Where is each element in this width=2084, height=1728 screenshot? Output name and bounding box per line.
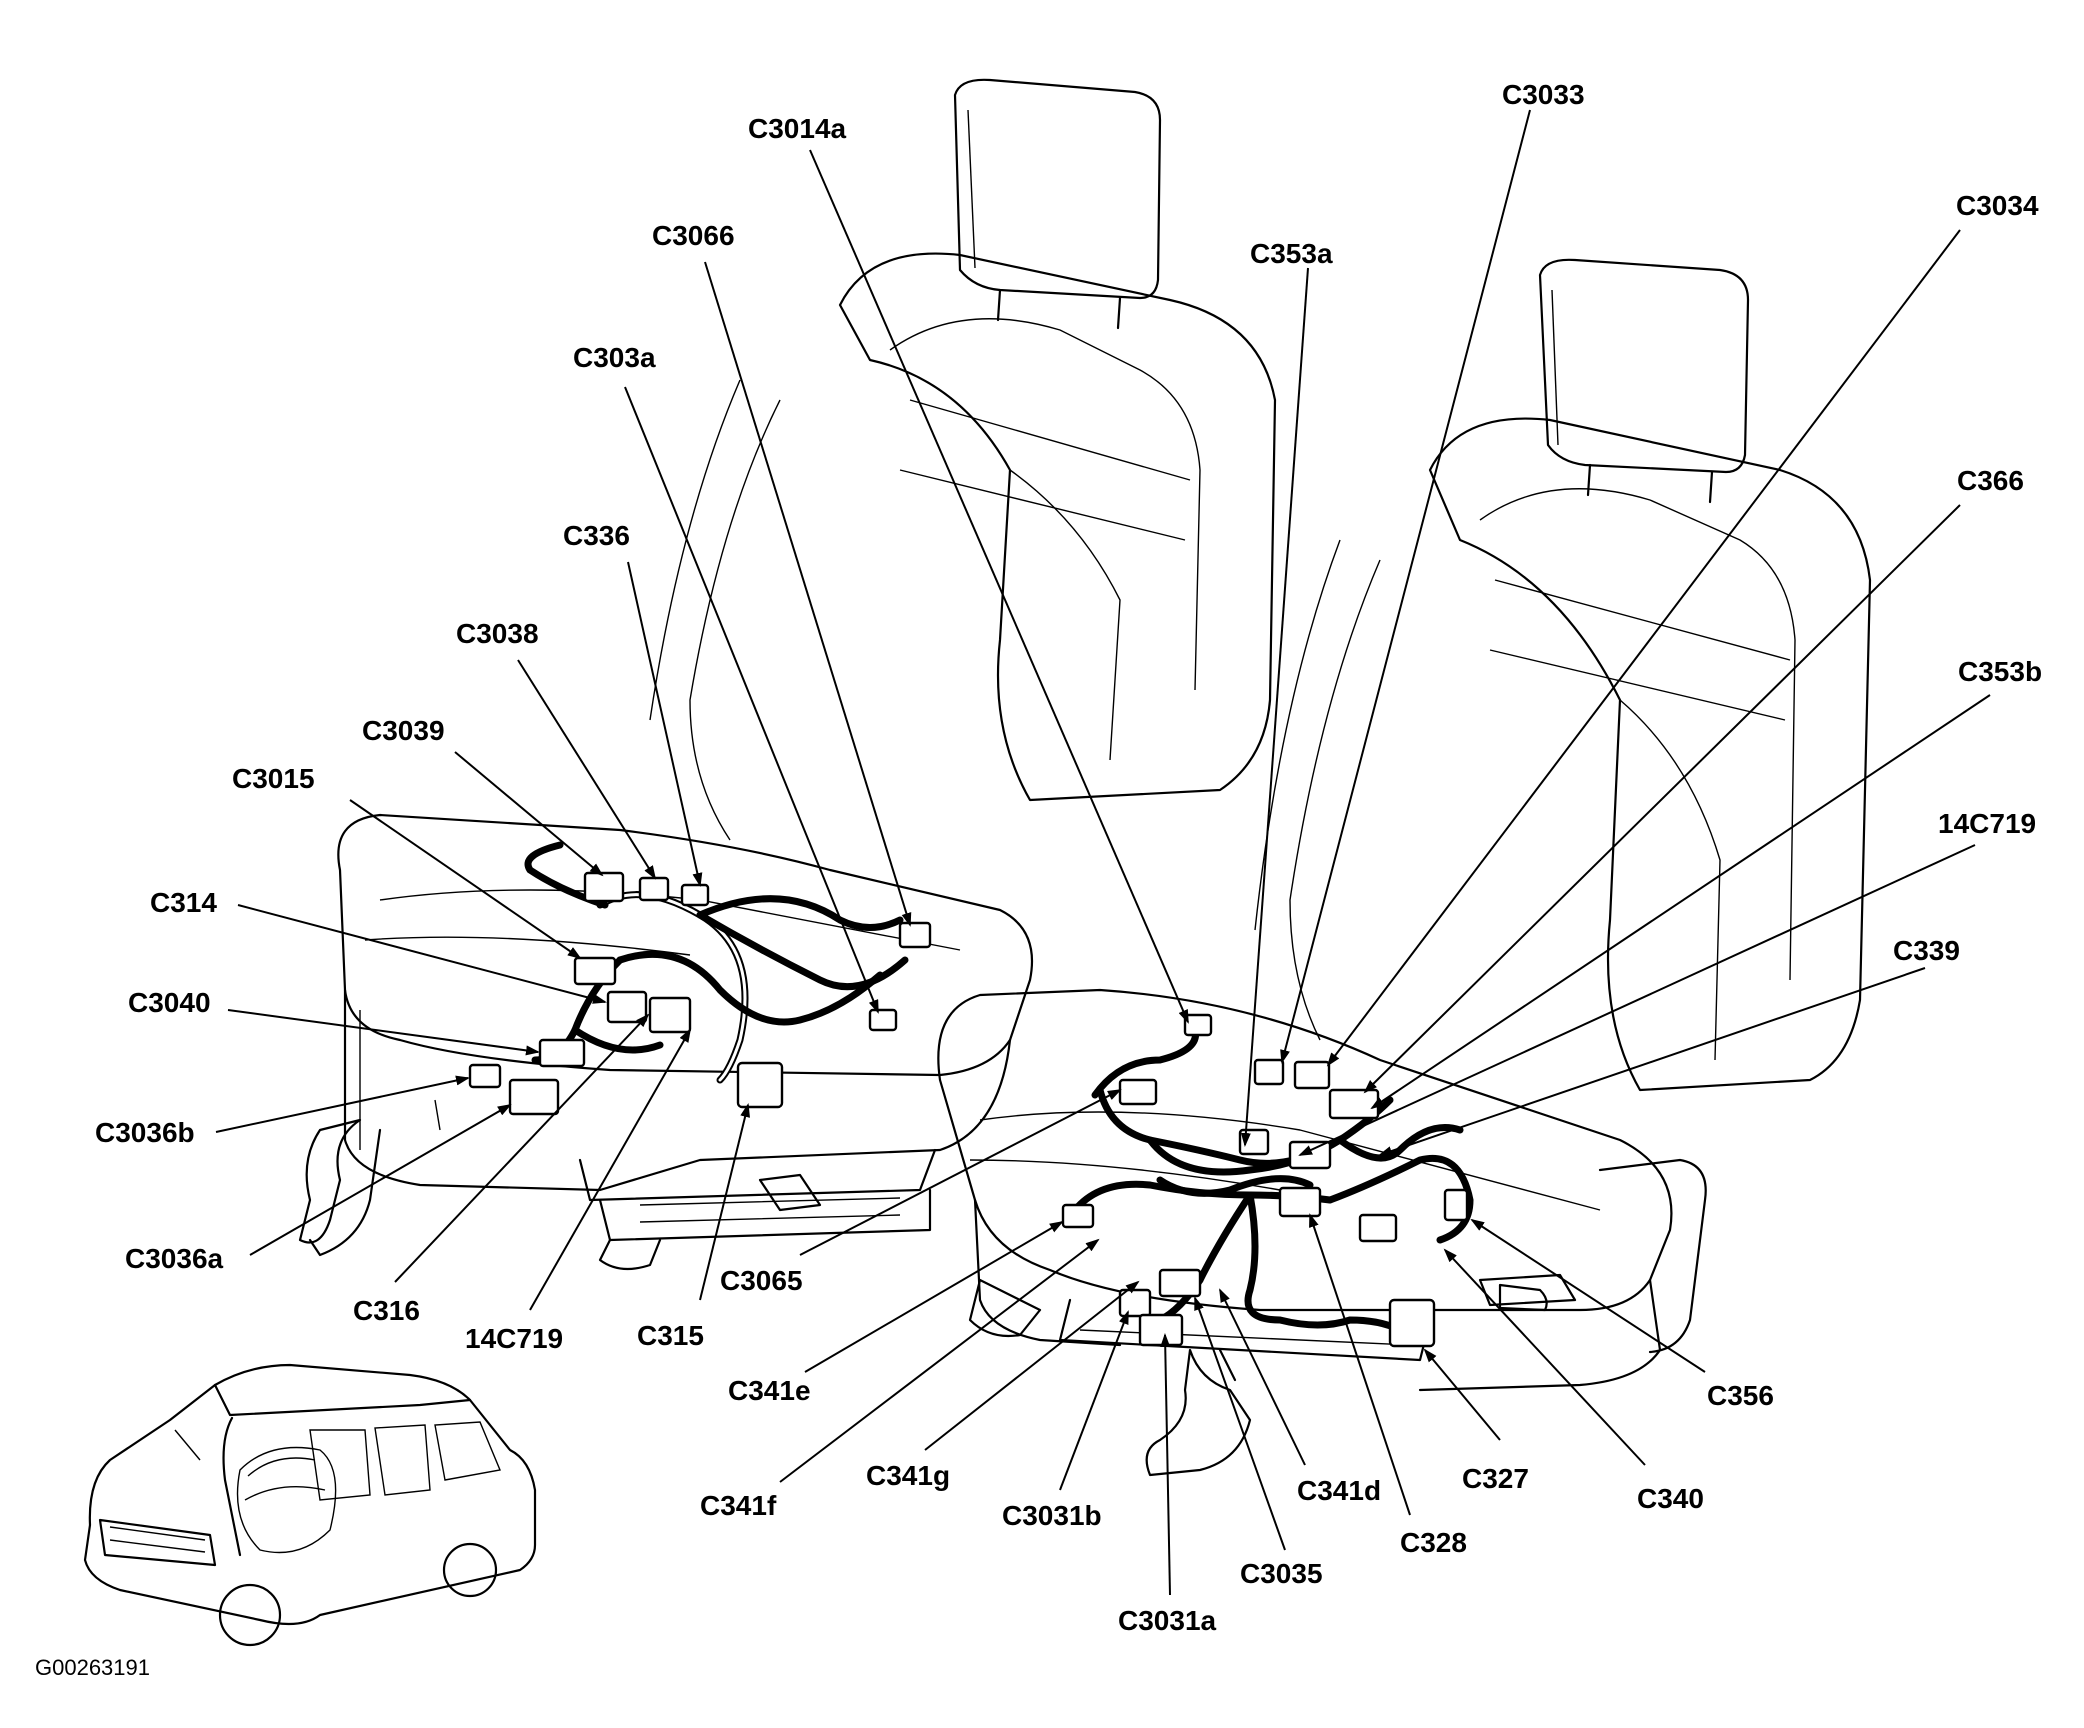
right-seat-connectors bbox=[1061, 1013, 1469, 1348]
callout-C366: C366 bbox=[1957, 465, 2024, 496]
callout-labels: C3014a C3066 C303a C336 C3038 C3039 C301… bbox=[35, 79, 2042, 1680]
callout-C356: C356 bbox=[1707, 1380, 1774, 1411]
callout-C3033: C3033 bbox=[1502, 79, 1585, 110]
callout-C341d: C341d bbox=[1297, 1475, 1381, 1506]
callout-C3036a: C3036a bbox=[125, 1243, 224, 1274]
callout-C3014a: C3014a bbox=[748, 113, 847, 144]
callout-C336: C336 bbox=[563, 520, 630, 551]
left-seat-artwork bbox=[298, 78, 1277, 1271]
callout-C327: C327 bbox=[1462, 1463, 1529, 1494]
callout-C341g: C341g bbox=[866, 1460, 950, 1491]
left-seat-connectors bbox=[468, 871, 932, 1116]
callout-14C719-left: 14C719 bbox=[465, 1323, 563, 1354]
callout-C340: C340 bbox=[1637, 1483, 1704, 1514]
callout-C339: C339 bbox=[1893, 935, 1960, 966]
callout-C3034: C3034 bbox=[1956, 190, 2039, 221]
callout-C3035: C3035 bbox=[1240, 1558, 1323, 1589]
callout-C353a: C353a bbox=[1250, 238, 1333, 269]
callout-C3031b: C3031b bbox=[1002, 1500, 1102, 1531]
callout-C3038: C3038 bbox=[456, 618, 539, 649]
callout-C3065: C3065 bbox=[720, 1265, 803, 1296]
callout-C303a: C303a bbox=[573, 342, 656, 373]
callout-C3015: C3015 bbox=[232, 763, 315, 794]
right-seat-artwork bbox=[937, 258, 1872, 1477]
callout-C315: C315 bbox=[637, 1320, 704, 1351]
vehicle-locator-icon bbox=[83, 1363, 537, 1647]
callout-14C719-right: 14C719 bbox=[1938, 808, 2036, 839]
callout-C3039: C3039 bbox=[362, 715, 445, 746]
callout-C3036b: C3036b bbox=[95, 1117, 195, 1148]
callout-C341f: C341f bbox=[700, 1490, 777, 1521]
callout-C353b: C353b bbox=[1958, 656, 2042, 687]
right-seat-harness bbox=[1071, 1026, 1474, 1334]
callout-C3031a: C3031a bbox=[1118, 1605, 1217, 1636]
callout-C3040: C3040 bbox=[128, 987, 211, 1018]
callout-C316: C316 bbox=[353, 1295, 420, 1326]
callout-C328: C328 bbox=[1400, 1527, 1467, 1558]
callout-C341e: C341e bbox=[728, 1375, 811, 1406]
leader-lines bbox=[215, 109, 1991, 1596]
callout-C3066: C3066 bbox=[652, 220, 735, 251]
figure-id: G00263191 bbox=[35, 1655, 150, 1680]
callout-C314: C314 bbox=[150, 887, 217, 918]
